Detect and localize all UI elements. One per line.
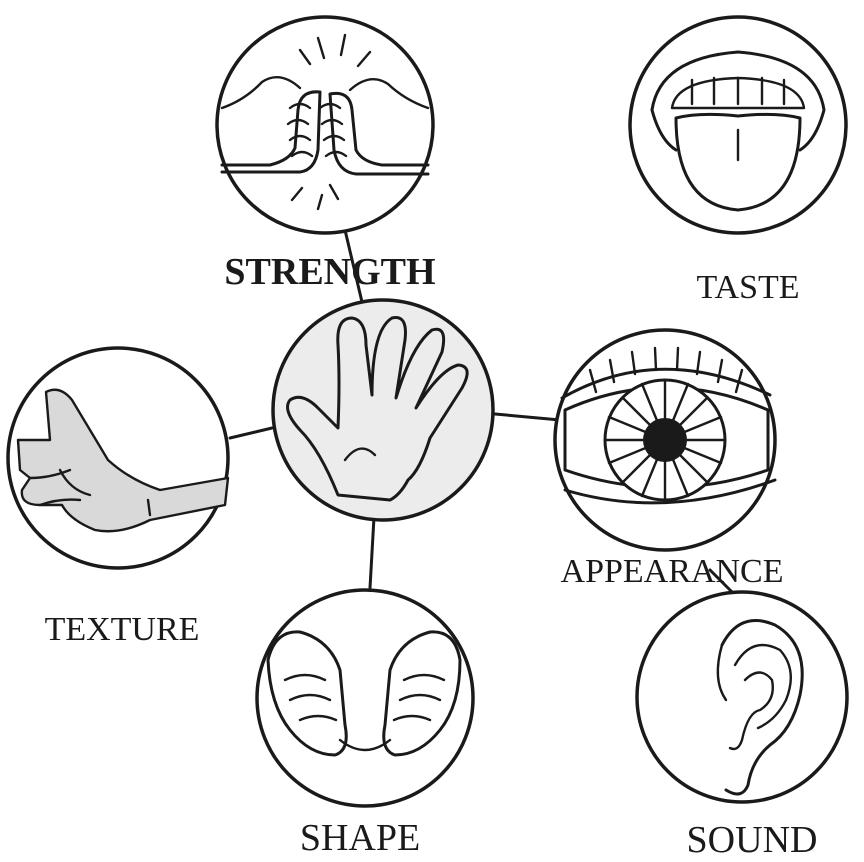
label-shape: SHAPE <box>300 817 420 859</box>
sound-node: SOUND <box>637 592 847 861</box>
connector-appearance <box>495 414 560 420</box>
taste-node: TASTE <box>630 17 846 306</box>
label-texture: TEXTURE <box>45 611 200 648</box>
appearance-node: APPEARANCE <box>555 330 783 590</box>
label-strength: STRENGTH <box>224 251 435 293</box>
hand-center-node <box>273 300 493 520</box>
shape-node: SHAPE <box>257 590 473 859</box>
connector-texture <box>230 428 272 438</box>
label-appearance: APPEARANCE <box>561 553 784 590</box>
strength-node: STRENGTH <box>217 17 436 293</box>
texture-node: TEXTURE <box>8 348 228 648</box>
label-sound: SOUND <box>687 819 818 861</box>
label-taste: TASTE <box>696 269 799 306</box>
connector-shape <box>370 517 374 588</box>
